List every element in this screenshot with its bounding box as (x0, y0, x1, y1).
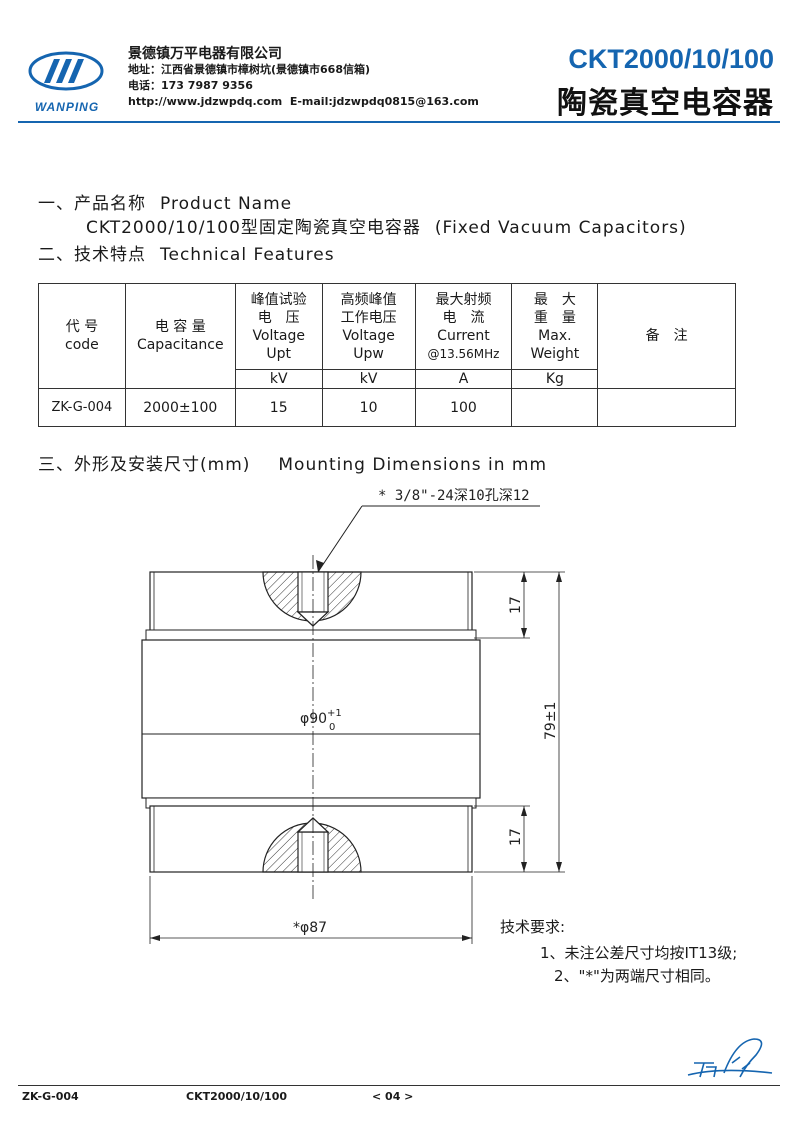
signature-logo (687, 1038, 773, 1078)
header-product-title: 陶瓷真空电容器 (557, 86, 774, 121)
leader-arrow (316, 560, 324, 572)
cell-upw: 10 (321, 388, 416, 427)
dim-total-label: 79±1 (543, 702, 559, 740)
section-1-description: CKT2000/10/100型固定陶瓷真空电容器(Fixed Vacuum Ca… (86, 218, 687, 238)
unit-upw: kV (321, 369, 416, 389)
cell-code: ZK-G-004 (38, 388, 126, 427)
tolerance-lower: 0 (329, 722, 335, 733)
thread-note: * 3/8"-24深10孔深12 (378, 488, 530, 504)
table-units-row: kV kV A Kg (39, 369, 736, 389)
cell-remark (597, 388, 736, 427)
header-divider (18, 121, 780, 123)
unit-upt: kV (234, 369, 323, 389)
table-row: ZK-G-004 2000±100 15 10 100 (38, 388, 736, 427)
cell-upt: 15 (234, 388, 323, 427)
email-link[interactable]: E-mail:jdzwpdq0815@163.com (289, 95, 479, 108)
company-address: 地址：江西省景德镇市樟树坑(景德镇市668信箱) (128, 63, 371, 76)
wanping-logo: WANPING (28, 51, 104, 114)
ceramic-body (141, 639, 481, 799)
unit-weight: Kg (511, 369, 599, 389)
company-info: 景德镇万平电器有限公司 地址：江西省景德镇市樟树坑(景德镇市668信箱) 电话：… (128, 46, 479, 110)
header-model: CKT2000/10/100 (568, 44, 774, 74)
dim-top-label: 17 (508, 596, 524, 614)
note-item-1: 1、未注公差尺寸均按IT13级; (540, 944, 738, 962)
unit-current: A (414, 369, 513, 389)
footer-divider (18, 1085, 780, 1086)
logo-text: WANPING (35, 100, 99, 114)
note-item-2: 2、"*"为两端尺寸相同。 (554, 967, 720, 985)
section-3-title: 三、外形及安装尺寸(mm)Mounting Dimensions in mm (38, 455, 548, 475)
company-name: 景德镇万平电器有限公司 (128, 46, 282, 62)
notes-title: 技术要求: (500, 918, 566, 936)
cell-capacitance: 2000±100 (124, 388, 236, 427)
footer-page-number: < 04 > (372, 1090, 414, 1103)
body-diameter-label: φ90 (300, 711, 327, 727)
mounting-drawing: * 3/8"-24深10孔深12 φ90 +1 0 17 17 79±1 (141, 488, 565, 944)
footer-model: CKT2000/10/100 (186, 1090, 288, 1103)
company-web: http://www.jdzwpdq.com E-mail:jdzwpdq081… (128, 94, 479, 110)
website-link[interactable]: http://www.jdzwpdq.com (128, 95, 283, 108)
footer-code: ZK-G-004 (22, 1090, 79, 1103)
end-diameter-label: *φ87 (293, 920, 327, 936)
cell-weight (511, 388, 599, 427)
company-phone: 电话：173 7987 9356 (128, 79, 253, 92)
tolerance-upper: +1 (327, 708, 342, 719)
dim-bottom-label: 17 (508, 828, 524, 846)
header-remark: 备 注 (597, 283, 736, 389)
cell-current: 100 (414, 388, 513, 427)
